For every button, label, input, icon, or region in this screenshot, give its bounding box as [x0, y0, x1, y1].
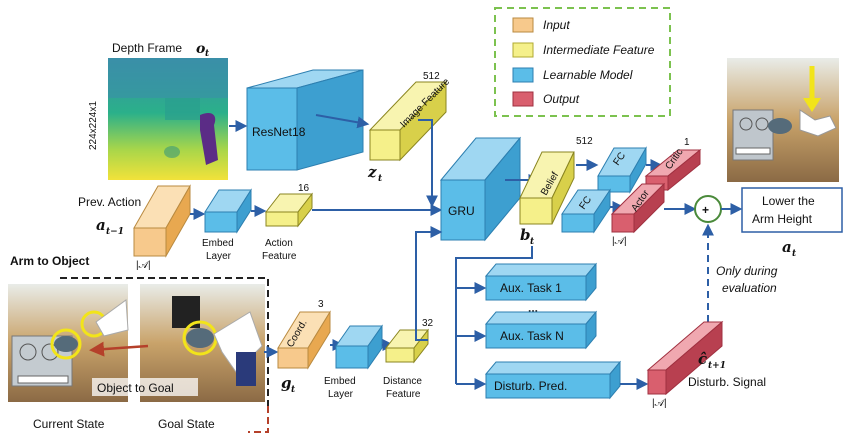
disturb-pred-label: Disturb. Pred.	[494, 379, 567, 393]
disturb-pred-block	[484, 360, 622, 400]
arrow-image-feature-to-gru	[418, 119, 438, 208]
image-feature-dim: 512	[423, 71, 440, 82]
z-symbol: z	[367, 163, 377, 181]
legend-label-input: Input	[543, 18, 570, 32]
depth-frame-image	[108, 58, 228, 180]
current-state-label: Current State	[33, 417, 105, 431]
c-symbol: ĉ	[698, 350, 707, 368]
b-subscript: t	[530, 237, 535, 247]
a-output-symbol: a	[782, 238, 792, 256]
b-symbol: b	[520, 226, 531, 244]
evaluation-label: evaluation	[722, 281, 777, 295]
distance-feature-block	[384, 328, 430, 364]
legend: Input Intermediate Feature Learnable Mod…	[494, 7, 671, 117]
belief-block	[519, 151, 575, 225]
fc1-block	[597, 146, 647, 194]
prev-action-subscript: t−1	[106, 227, 124, 237]
arrow-resnet-to-image-feature	[315, 114, 370, 129]
embed-layer-2-block	[335, 324, 383, 370]
prev-action-dim: |𝒜|	[136, 260, 151, 271]
g-subscript: t	[291, 385, 296, 395]
legend-label-output: Output	[543, 92, 580, 106]
c-subscript: t+1	[708, 361, 726, 371]
depth-frame-dims: 224x224x1	[88, 101, 99, 150]
robot-output-image	[727, 58, 839, 182]
actor-dim: |𝒜|	[612, 236, 627, 247]
action-feature-label-1: Action	[265, 238, 293, 249]
prev-action-label: Prev. Action	[78, 195, 141, 209]
embed-layer-1-label-2: Layer	[206, 251, 232, 262]
legend-swatch-output	[512, 91, 534, 107]
resnet-block	[246, 69, 364, 171]
coord-block	[277, 310, 331, 370]
z-subscript: t	[378, 174, 383, 184]
depth-frame-subscript: t	[205, 49, 210, 59]
depth-frame-symbol: o	[196, 41, 205, 57]
fc2-block	[561, 188, 611, 234]
arrow-distance-to-gru	[415, 226, 443, 341]
legend-swatch-learnable	[512, 67, 534, 83]
embed-layer-1-label-1: Embed	[202, 238, 234, 249]
disturb-signal-block	[646, 320, 724, 396]
disturb-signal-label: Disturb. Signal	[688, 375, 766, 389]
legend-swatch-intermediate	[512, 42, 534, 58]
g-symbol: g	[281, 374, 292, 392]
action-feature-label-2: Feature	[262, 251, 297, 262]
action-feature-block	[264, 192, 314, 228]
object-to-goal-label-bg	[92, 378, 198, 396]
legend-label-intermediate: Intermediate Feature	[543, 43, 655, 57]
auxN-block	[484, 310, 598, 350]
dashed-frame-dark	[60, 277, 269, 406]
critic-dim: 1	[684, 137, 690, 148]
plus-sign: +	[702, 203, 709, 217]
disturb-signal-dim: |𝒜|	[652, 398, 667, 409]
action-output-line-2: Arm Height	[752, 212, 813, 226]
resnet-label: ResNet18	[252, 125, 306, 139]
legend-swatch-input	[512, 17, 534, 33]
belief-dim: 512	[576, 136, 593, 147]
goal-state-label: Goal State	[158, 417, 215, 431]
aux1-block	[484, 262, 598, 302]
distance-feature-label-2: Feature	[386, 389, 421, 400]
aux1-label: Aux. Task 1	[500, 281, 562, 295]
action-output-box	[741, 187, 843, 233]
auxN-label: Aux. Task N	[500, 329, 564, 343]
distance-feature-dim: 32	[422, 318, 434, 329]
action-output-line-1: Lower the	[762, 194, 815, 208]
embed-layer-1-block	[204, 188, 252, 234]
arm-to-object-label: Arm to Object	[10, 254, 89, 268]
distance-feature-label-1: Distance	[383, 376, 422, 387]
actor-block	[610, 182, 666, 234]
aux-ellipsis: ...	[528, 301, 538, 315]
gru-block	[439, 136, 522, 242]
arrow-object-to-goal	[89, 341, 149, 357]
prev-action-block	[133, 184, 191, 258]
gru-label: GRU	[448, 204, 475, 218]
prev-action-symbol: a	[96, 216, 106, 234]
a-output-subscript: t	[792, 249, 797, 259]
legend-label-learnable: Learnable Model	[543, 68, 633, 82]
legend-frame	[494, 7, 671, 117]
embed-layer-2-label-1: Embed	[324, 376, 356, 387]
aux-branch-line	[455, 246, 533, 384]
object-to-goal-label: Object to Goal	[97, 381, 174, 395]
embed-layer-2-label-2: Layer	[328, 389, 354, 400]
coord-dim: 3	[318, 299, 324, 310]
dashed-frame-red	[248, 406, 269, 433]
action-feature-dim: 16	[298, 183, 310, 194]
only-during-label: Only during	[716, 264, 778, 278]
depth-frame-label: Depth Frame	[112, 41, 182, 55]
